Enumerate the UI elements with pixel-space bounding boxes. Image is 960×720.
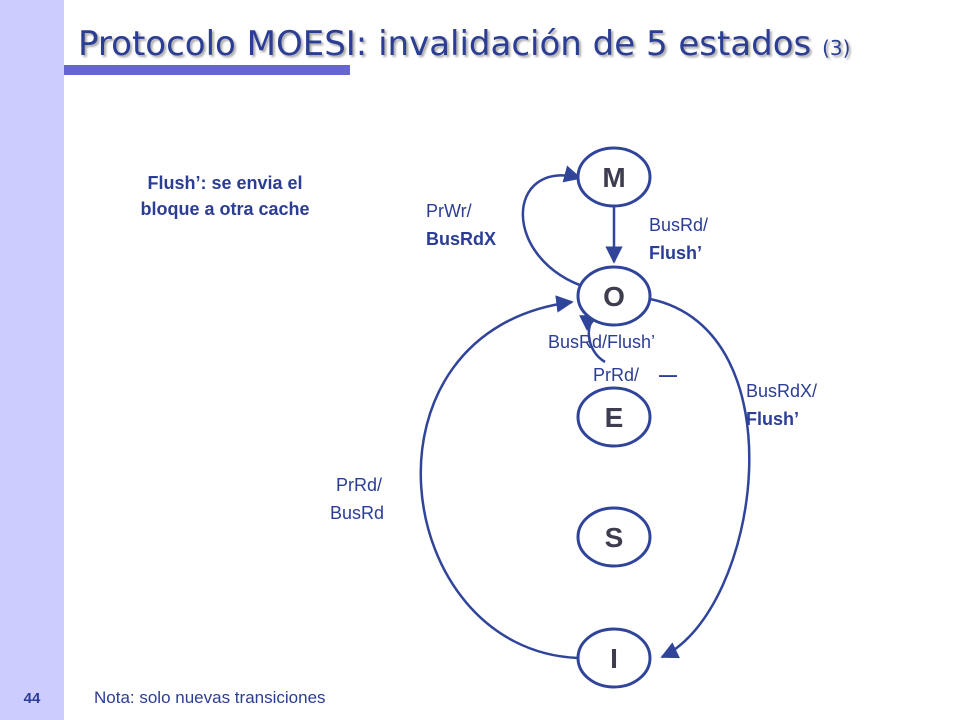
slide-title-text: Protocolo MOESI: invalidación de 5 estad… [78,24,812,64]
state-e-label: E [605,402,624,433]
state-s-label: S [605,522,624,553]
title-underline-bar [64,65,350,75]
state-o-label: O [603,281,625,312]
left-sidebar-band [0,0,64,720]
label-o-to-i-event: BusRdX/ [746,381,817,401]
flush-note-line-1: Flush’: se envia el [147,173,303,193]
state-o: O [576,265,652,327]
state-i: I [576,627,652,689]
slide-title-suffix: (3) [822,36,851,60]
slide-number: 44 [23,690,41,707]
flush-note-line-2: bloque a otra cache [140,199,310,220]
label-o-to-i-action: Flush’ [746,409,799,429]
slide-title: Protocolo MOESI: invalidación de 5 estad… [78,24,850,64]
label-o-self-loop: BusRd/Flush’ [548,332,655,352]
state-m-label: M [602,162,625,193]
state-e: E [576,386,652,448]
label-m-to-o-action: Flush’ [649,243,702,263]
label-o-to-m-event: PrWr/ [426,201,472,221]
label-e-self-action: — [659,365,677,385]
state-s: S [576,506,652,568]
footnote: Nota: solo nuevas transiciones [94,688,326,707]
state-m: M [576,146,652,208]
label-e-self-event: PrRd/ [593,365,639,385]
transition-i-to-o-arrow [419,295,579,660]
transition-o-to-i-arrow [649,297,751,659]
label-o-to-m-action: BusRdX [426,229,496,249]
transition-o-to-m-arrow [521,165,589,290]
state-i-label: I [610,643,618,674]
label-m-to-o-event: BusRd/ [649,215,708,235]
label-i-to-o-action: BusRd [330,503,384,523]
label-i-to-o-event: PrRd/ [336,475,382,495]
flush-definition-note: Flush’: se envia el bloque a otra cache [90,170,360,222]
